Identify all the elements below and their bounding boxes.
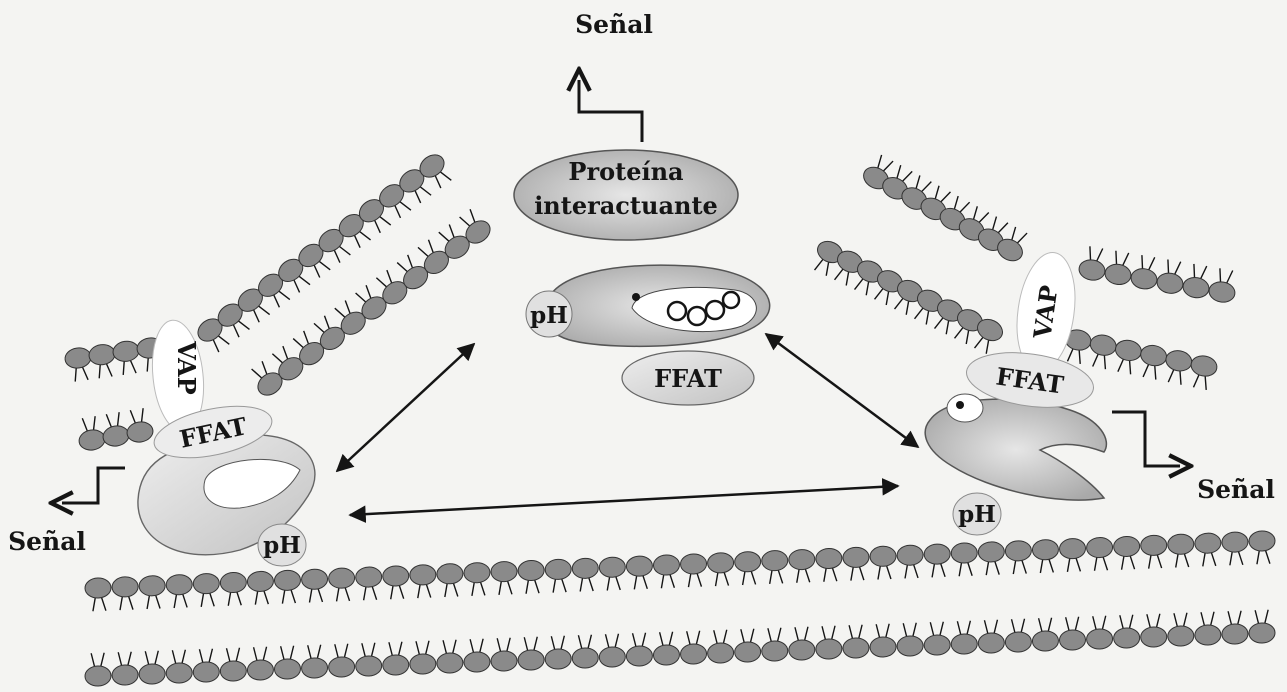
left-protein-complex: VAP FFAT pH — [138, 318, 315, 566]
signal-label-right: Señal — [1197, 475, 1275, 504]
signal-label-left: Señal — [8, 527, 86, 556]
interaction-arrow-left — [337, 344, 474, 471]
left-membrane-lower-leaflet — [78, 408, 155, 452]
ffat-label-center: FFAT — [654, 364, 722, 393]
ph-label-right: pH — [958, 501, 996, 528]
interaction-arrow-bottom — [350, 486, 898, 515]
ph-label-left: pH — [263, 532, 301, 559]
ph-label-center: pH — [530, 302, 568, 329]
signal-label-top: Señal — [575, 10, 653, 39]
vap-label-left: VAP — [172, 340, 201, 394]
right-membrane-lower-leaflet — [814, 237, 1006, 353]
interaction-arrow-right — [766, 334, 918, 447]
signal-arrow-right — [1112, 412, 1180, 466]
right-membrane-upper-leaflet — [860, 155, 1027, 265]
protein-label-line2: interactuante — [534, 191, 718, 220]
lipid-pocket-right — [947, 394, 983, 422]
protein-label-line1: Proteína — [568, 157, 683, 186]
left-membrane-upper-leaflet — [64, 336, 165, 381]
left-membrane-upper-leaflet-b — [194, 150, 452, 352]
bottom-membrane-lower-leaflet — [85, 610, 1276, 687]
right-protein-complex: VAP FFAT pH — [925, 249, 1106, 535]
signal-arrow-top — [579, 80, 642, 142]
left-membrane-lower-leaflet-b — [252, 209, 495, 399]
signal-arrow-left — [62, 468, 125, 503]
central-transfer-protein: pH FFAT — [526, 265, 770, 405]
right-membrane-upper-leaflet-b — [1078, 246, 1237, 304]
